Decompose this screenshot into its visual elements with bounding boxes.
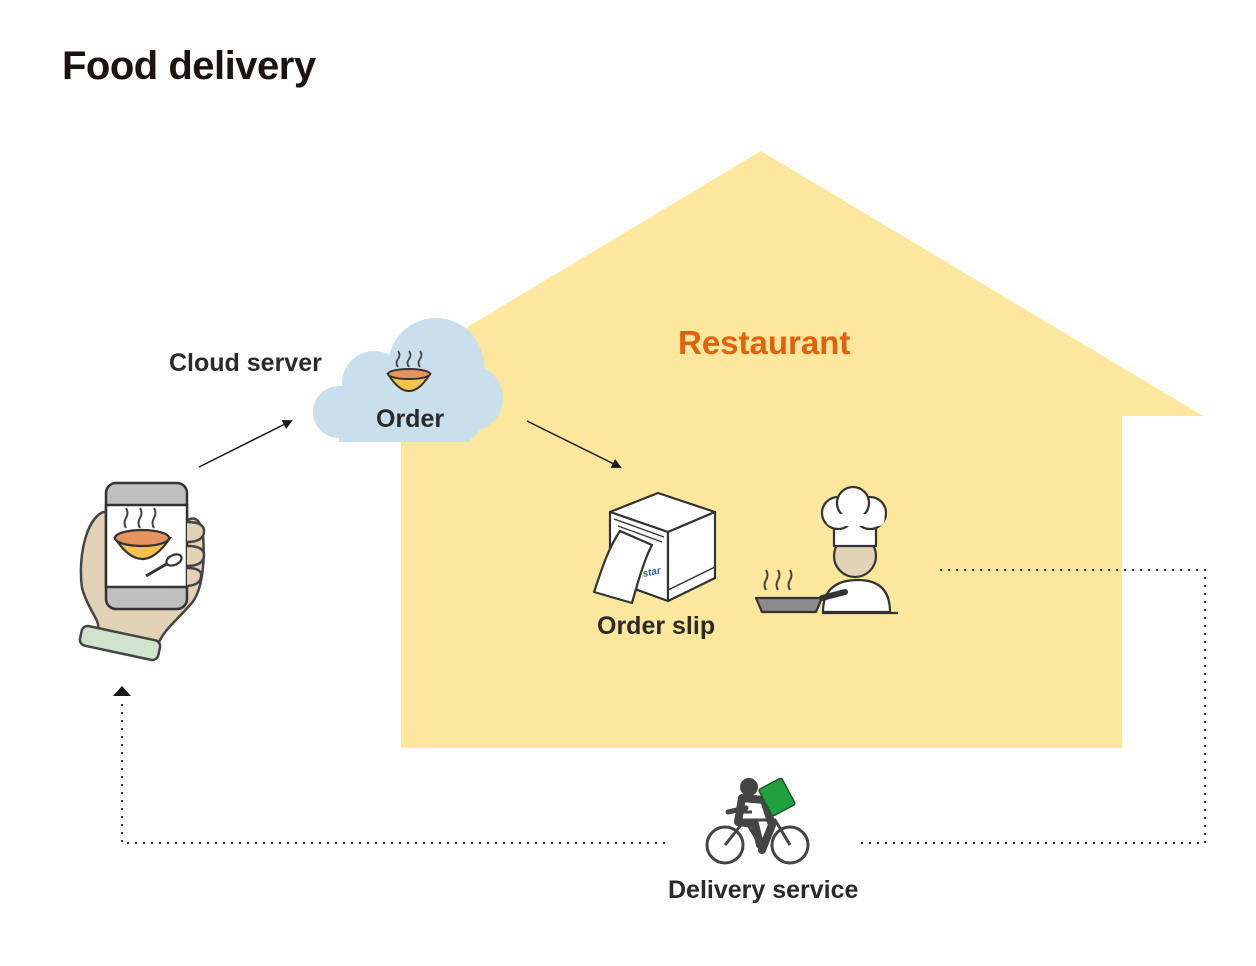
- hand-with-phone-icon: [78, 481, 206, 662]
- printer-brand-logo: star: [642, 565, 663, 580]
- delivery-route-dotted: [855, 569, 1206, 844]
- frying-pan-icon: [754, 569, 848, 614]
- arrow-cloud-to-printer: [526, 420, 622, 468]
- order-slip-label: Order slip: [597, 612, 716, 640]
- order-slip-paper: [592, 529, 654, 605]
- sleeve-cuff: [78, 624, 162, 662]
- chef-icon: [820, 485, 898, 615]
- delivery-service-label: Delivery service: [668, 876, 859, 904]
- delivery-rider-icon: [705, 777, 810, 865]
- delivery-arrowhead: [113, 686, 131, 696]
- receipt-printer-icon: star: [592, 491, 717, 605]
- arrow-phone-to-cloud: [198, 420, 293, 468]
- page-title: Food delivery: [62, 44, 316, 88]
- cloud-server-label: Cloud server: [169, 349, 322, 377]
- order-label: Order: [376, 405, 445, 433]
- soup-bowl-icon: [386, 350, 432, 392]
- restaurant-label: Restaurant: [678, 324, 851, 361]
- rider-head: [740, 778, 758, 796]
- restaurant-house: [319, 151, 1203, 748]
- delivery-bag: [758, 777, 796, 817]
